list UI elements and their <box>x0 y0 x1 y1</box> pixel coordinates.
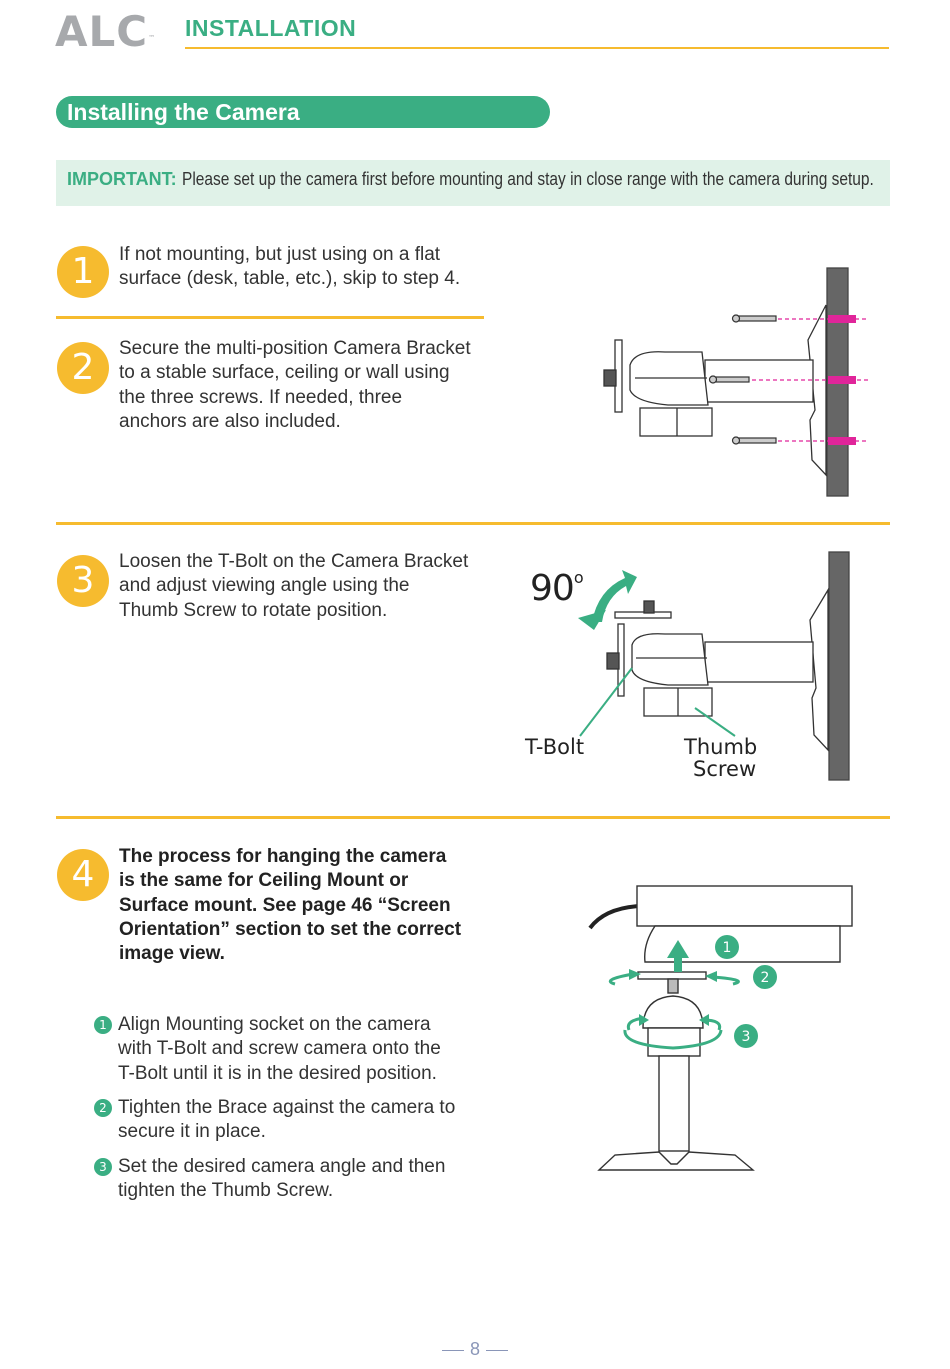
ball-joint-icon <box>642 995 704 1029</box>
step-2-line: the three screws. If needed, three <box>119 386 403 408</box>
step-divider <box>56 816 890 819</box>
important-label: IMPORTANT: <box>67 169 177 189</box>
step-divider <box>56 316 484 319</box>
page-number: 8 <box>469 1339 480 1359</box>
screw-icon <box>737 315 777 322</box>
step-2-text: Secure the multi-position Camera Bracket… <box>119 337 494 434</box>
bracket-arm-icon <box>704 641 814 683</box>
substep-line: tighten the Thumb Screw. <box>118 1180 334 1202</box>
step-4-line: Surface mount. See page 46 “Screen <box>119 894 451 916</box>
step-4-line: image view. <box>119 943 225 965</box>
thumb-screw-label-2: Screw <box>693 757 757 781</box>
bracket-plate-icon <box>807 304 827 477</box>
step-4-line: is the same for Ceiling Mount or <box>119 870 409 892</box>
callout-3 <box>734 1024 758 1048</box>
t-bolt-label: T-Bolt <box>525 735 585 759</box>
section-title: INSTALLATION <box>185 15 357 41</box>
thumb-screw-label-1: Thumb <box>684 735 758 759</box>
camera-base-icon <box>644 925 841 963</box>
base-plate-icon <box>597 1151 755 1171</box>
step-1-line: If not mounting, but just using on a fla… <box>119 244 441 265</box>
step-divider <box>56 522 890 525</box>
step-4-badge: 4 <box>57 849 109 901</box>
step-1-text: If not mounting, but just using on a fla… <box>119 243 494 292</box>
substep-3-badge: 3 <box>94 1158 112 1176</box>
substep-line: Tighten the Brace against the camera to <box>118 1097 456 1118</box>
screw-icon <box>714 376 750 383</box>
pole-icon <box>658 1055 690 1152</box>
camera-housing-icon <box>636 885 853 927</box>
camera-body-icon <box>631 633 709 686</box>
wall-mount-diagram <box>603 267 868 497</box>
ceiling-mount-diagram: 1 2 3 <box>588 885 853 1171</box>
footer-rule-left <box>442 1350 464 1351</box>
angle-adjust-diagram <box>578 551 850 781</box>
angle-label: 90o <box>530 568 584 609</box>
step-3-line: Thumb Screw to rotate position. <box>119 599 388 621</box>
step-3-badge: 3 <box>57 555 109 607</box>
step-3-text: Loosen the T-Bolt on the Camera Bracket … <box>119 550 494 623</box>
substep-line: with T-Bolt and screw camera onto the <box>118 1038 441 1060</box>
screw-icon <box>737 437 777 444</box>
substep-line: Set the desired camera angle and then <box>118 1156 446 1177</box>
alc-logo: ALC™ <box>55 7 157 56</box>
substep-2-badge: 2 <box>94 1099 112 1117</box>
callout-3-text: 3 <box>742 1029 751 1045</box>
page-title: Installing the Camera <box>56 96 550 128</box>
important-text: Please set up the camera first before mo… <box>181 169 874 189</box>
step-2-badge: 2 <box>57 342 109 394</box>
substep-line: secure it in place. <box>118 1121 266 1143</box>
callout-2 <box>753 965 777 989</box>
callout-1-text: 1 <box>723 940 732 956</box>
mount-plate-top-icon <box>614 611 672 619</box>
step-1-badge: 1 <box>57 246 109 298</box>
substep-line: Align Mounting socket on the camera <box>118 1014 431 1035</box>
up-arrow-icon <box>667 940 689 958</box>
substep-line: T-Bolt until it is in the desired positi… <box>118 1062 437 1084</box>
step-1-line: surface (desk, table, etc.), skip to ste… <box>119 268 461 290</box>
anchor-icon <box>828 315 856 323</box>
rotate-arrow-icon <box>578 570 637 630</box>
anchor-icon <box>828 376 856 384</box>
footer-rule-right <box>486 1350 508 1351</box>
callout-1 <box>715 935 739 959</box>
callout-2-text: 2 <box>761 970 770 986</box>
substep-2: 2 Tighten the Brace against the camera to… <box>94 1096 489 1145</box>
t-bolt-icon <box>606 652 620 670</box>
step-3-line: Loosen the T-Bolt on the Camera Bracket <box>119 551 469 572</box>
step-2-line: anchors are also included. <box>119 410 341 432</box>
step-2-line: to a stable surface, ceiling or wall usi… <box>119 362 450 384</box>
substep-1: 1 Align Mounting socket on the camera wit… <box>94 1013 489 1086</box>
bracket-plate-icon <box>809 587 829 752</box>
wall-icon <box>828 551 850 781</box>
anchor-icon <box>828 437 856 445</box>
step-4-line: Orientation” section to set the correct <box>119 918 462 940</box>
step-4-text: The process for hanging the camera is th… <box>119 845 499 966</box>
header-rule <box>185 47 889 49</box>
important-note: IMPORTANT:Please set up the camera first… <box>56 160 890 206</box>
substep-1-badge: 1 <box>94 1016 112 1034</box>
t-bolt-icon <box>603 369 617 387</box>
thumb-screw-icon <box>639 407 713 437</box>
substep-3: 3 Set the desired camera angle and then t… <box>94 1155 489 1204</box>
step-4-line: The process for hanging the camera <box>119 846 447 867</box>
step-2-line: Secure the multi-position Camera Bracket <box>119 338 471 359</box>
brace-icon <box>637 971 707 980</box>
step-3-line: and adjust viewing angle using the <box>119 575 410 597</box>
